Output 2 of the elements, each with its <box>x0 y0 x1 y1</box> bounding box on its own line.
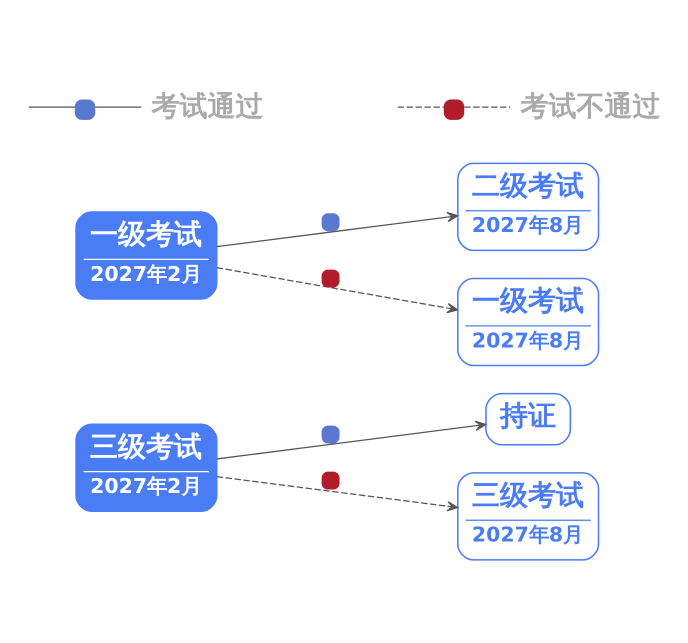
legend-label: 考试通过 <box>152 89 264 122</box>
legend-label: 考试不通过 <box>520 89 660 122</box>
